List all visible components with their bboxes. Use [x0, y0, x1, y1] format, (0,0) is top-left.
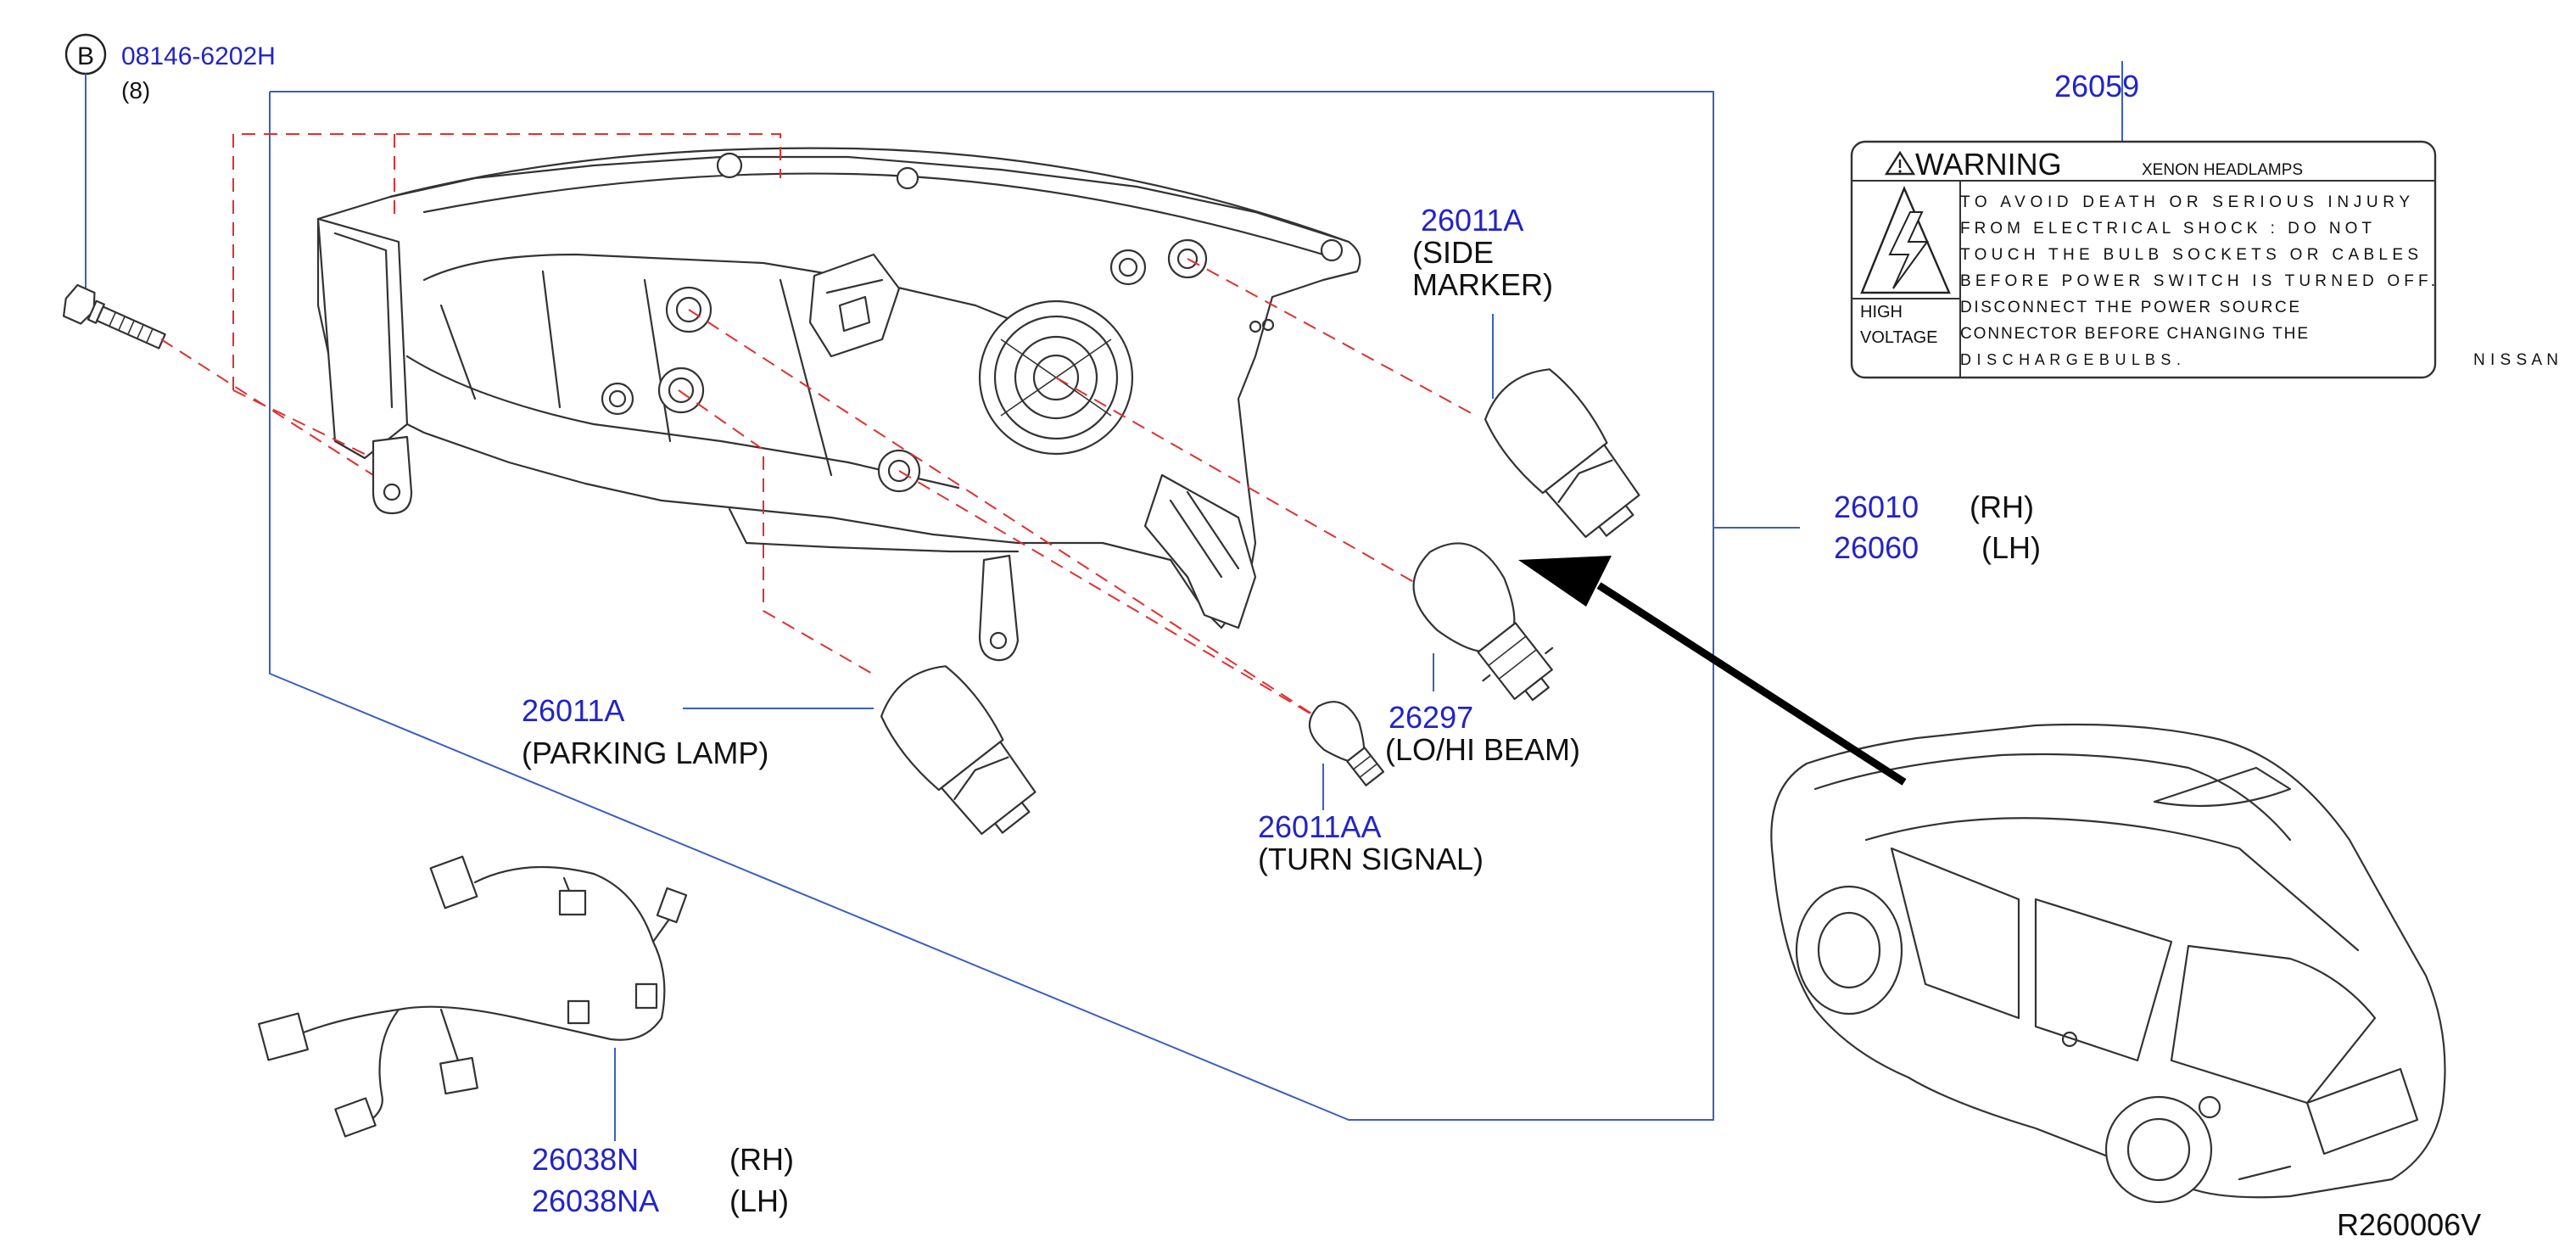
harness-lh-part-number[interactable]: 26038NA	[532, 1183, 659, 1218]
warning-subtitle: XENON HEADLAMPS	[2142, 161, 2303, 179]
location-arrow-icon	[1518, 556, 1907, 786]
headlamp-assembly-icon[interactable]	[316, 147, 1361, 662]
dashed-guides	[232, 133, 1477, 722]
turn-signal-desc: (TURN SIGNAL)	[1258, 842, 1484, 876]
turn-signal-bulb-icon[interactable]	[1300, 692, 1394, 793]
harness-lh-side: (LH)	[729, 1183, 789, 1218]
fastener-part-number[interactable]: 08146-6202H	[121, 42, 276, 70]
fastener-quantity: (8)	[121, 77, 150, 104]
assembly-boundary	[269, 91, 1800, 1121]
socket-parking	[657, 367, 705, 414]
headlamp-rh-side: (RH)	[1970, 490, 2034, 524]
turn-signal-part-number[interactable]: 26011AA	[1258, 809, 1381, 844]
warning-triangle-icon	[1884, 150, 1916, 176]
beam-bulb-desc: (LO/HI BEAM)	[1385, 732, 1580, 767]
warning-label[interactable]	[1850, 140, 2437, 379]
warning-title: WARNING	[1915, 147, 2062, 182]
diagram-code: R260006V	[2337, 1207, 2481, 1242]
warning-brand: N I S S A N	[2473, 351, 2558, 369]
parking-lamp-part-number[interactable]: 26011A	[522, 693, 624, 728]
high-label: HIGH	[1860, 303, 1903, 322]
harness-rh-side: (RH)	[729, 1142, 794, 1177]
side-marker-desc-1: (SIDE	[1412, 235, 1494, 270]
headlamp-rh-part-number[interactable]: 26010	[1834, 490, 1919, 524]
wiring-harness-icon[interactable]	[258, 855, 688, 1138]
warning-label-part-number[interactable]: 26059	[2054, 69, 2139, 104]
socket-small	[601, 249, 1147, 416]
side-marker-desc-2: MARKER)	[1412, 267, 1553, 302]
parking-lamp-bulb-icon[interactable]	[869, 653, 1052, 851]
fastener-callout-letter: B	[77, 42, 94, 70]
warning-line-3: TOUCH THE BULB SOCKETS OR CABLES	[1960, 246, 2418, 264]
bolt-icon	[62, 283, 166, 350]
side-marker-part-number[interactable]: 26011A	[1421, 203, 1523, 238]
voltage-label: VOLTAGE	[1860, 328, 1938, 347]
beam-bulb-icon[interactable]	[1395, 525, 1575, 720]
warning-line-7: D I S C H A R G E B U L B S .	[1960, 351, 2181, 368]
warning-line-5: DISCONNECT THE POWER SOURCE	[1960, 299, 2299, 316]
headlamp-lh-part-number[interactable]: 26060	[1834, 530, 1919, 565]
leader-lines	[614, 61, 2123, 1141]
vehicle-icon	[1770, 723, 2446, 1204]
high-voltage-icon	[1860, 185, 1951, 294]
warning-line-4: BEFORE POWER SWITCH IS TURNED OFF.	[1960, 272, 2435, 290]
headlamp-lh-side: (LH)	[1981, 530, 2041, 565]
harness-rh-part-number[interactable]: 26038N	[532, 1142, 639, 1177]
parking-lamp-desc: (PARKING LAMP)	[522, 736, 768, 770]
side-marker-bulb-icon[interactable]	[1473, 356, 1656, 554]
beam-bulb-part-number[interactable]: 26297	[1389, 700, 1473, 735]
bolt-fastener[interactable]	[59, 33, 374, 476]
